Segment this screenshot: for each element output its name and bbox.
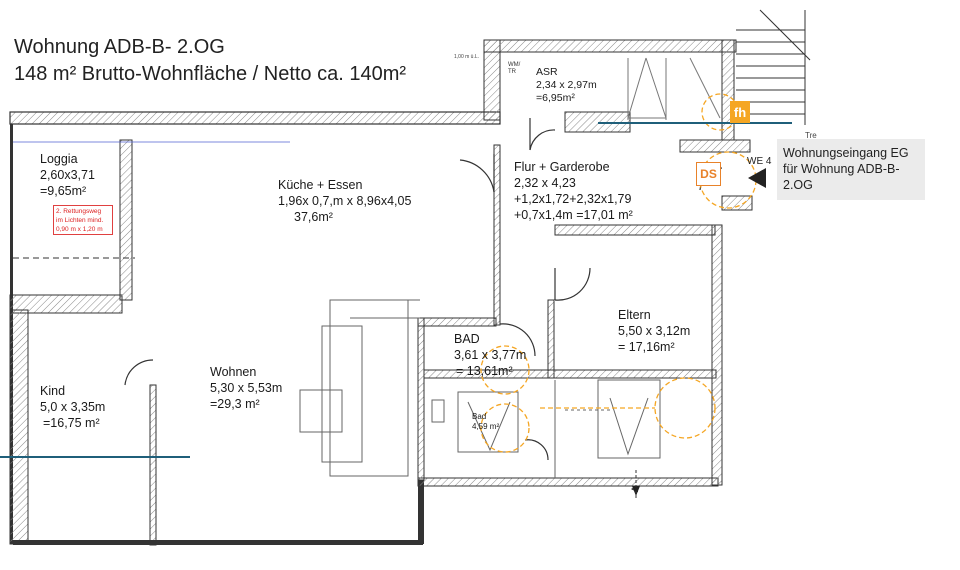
section-label: A [630,485,641,493]
asr-fixtures [627,57,721,120]
room-flur: Flur + Garderobe 2,32 x 4,23 +1,2x1,72+2… [514,159,633,223]
room-kind: Kind 5,0 x 3,35m =16,75 m² [40,383,105,431]
wm-tr-mark: WM/ TR [508,62,520,76]
wall-bad-left [417,317,425,481]
room-loggia-name: Loggia [40,152,78,166]
wall-loggia-column [119,139,133,301]
wall-kind-right [149,384,157,546]
callout-line2: für Wohnung ADB-B- [783,162,900,176]
room-eltern-area: = 17,16m² [618,340,675,354]
room-wohnen-dims: 5,30 x 5,53m [210,381,283,395]
ds-marker: DS [696,162,721,186]
bath-fixtures [431,379,661,478]
wall-bad-eltern [547,299,555,379]
room-flur-calc2: +0,7x1,4m =17,01 m² [514,208,633,222]
room-loggia: Loggia 2,60x3,71 =9,65m² [40,151,95,199]
entrance-callout: Wohnungseingang EG für Wohnung ADB-B- 2.… [777,139,925,200]
wall-bottom-left [13,540,423,545]
stair-label: Tre [805,131,817,140]
room-kueche: Küche + Essen 1,96x 0,7,m x 8,96x4,05 37… [278,177,411,225]
room-wohnen-name: Wohnen [210,365,257,379]
room-bad-inner-name: Bad [472,412,487,421]
wall-loggia-kind [9,294,123,314]
turning-circles [480,93,757,453]
room-eltern: Eltern 5,50 x 3,12m = 17,16m² [618,307,690,355]
room-bad-name: BAD [454,332,480,346]
unit-label: WE 4 [747,156,772,167]
wall-bottom-right [417,477,719,487]
room-eltern-name: Eltern [618,308,651,322]
wall-entrance-right [721,195,753,211]
rescue-line3: 0,90 m x 1,20 m [56,226,103,233]
wall-kind-top [9,309,29,545]
kitchen-furniture [299,299,420,477]
fh-marker: fh [730,101,750,123]
room-bad-inner-area: 4,59 m² [472,422,500,431]
tr-label: TR [508,69,516,75]
height-mark: 1,00 m ü.L. [454,54,480,60]
rescue-line1: 2. Rettungsweg [56,208,102,215]
callout-line3: 2.OG [783,178,813,192]
room-asr-name: ASR [536,66,558,78]
room-kind-area: =16,75 m² [43,416,100,430]
room-kueche-dims: 1,96x 0,7,m x 8,96x4,05 [278,194,412,208]
entrance-arrow-icon [748,168,766,188]
room-wohnen-area: =29,3 m² [210,397,260,411]
wall-flur-bottom [554,224,716,236]
room-loggia-area: =9,65m² [40,184,87,198]
wall-asr-top [483,39,737,53]
room-asr-dims: 2,34 x 2,97m [536,79,597,91]
room-flur-calc1: +1,2x1,72+2,32x1,79 [514,192,632,206]
room-kueche-name: Küche + Essen [278,178,363,192]
room-asr: ASR 2,34 x 2,97m =6,95m² [536,66,597,105]
page-title: Wohnung ADB-B- 2.OG [14,36,225,58]
room-loggia-dims: 2,60x3,71 [40,168,95,182]
room-kueche-area: 37,6m² [294,210,333,224]
wall-bad-top [417,317,497,327]
wm-label: WM/ [508,62,521,68]
wall-entrance [679,139,751,153]
room-flur-name: Flur + Garderobe [514,160,610,174]
wall-bath-inner [423,369,717,379]
page-subtitle: 148 m² Brutto-Wohnfläche / Netto ca. 140… [14,63,407,85]
room-bad-inner: Bad 4,59 m² [472,412,499,432]
room-kind-name: Kind [40,384,66,398]
wall-bottom-step [418,480,424,544]
callout-line1: Wohnungseingang EG [783,146,909,160]
rescue-route-note: 2. Rettungsweg im Lichten mind. 0,90 m x… [53,205,113,235]
room-bad-dims: 3,61 x 3,77m [454,348,527,362]
room-asr-area: =6,95m² [536,92,575,104]
rescue-line2: im Lichten mind. [56,217,104,224]
wall-top-left [9,111,501,125]
wall-asr-right [721,39,735,141]
room-kind-dims: 5,0 x 3,35m [40,400,106,414]
wall-flur-left [493,144,501,326]
room-bad-area: = 13,61m² [456,364,513,378]
room-bad: BAD 3,61 x 3,77m = 13,61m² [454,331,526,379]
room-flur-dims: 2,32 x 4,23 [514,176,576,190]
wall-right-lower [711,224,723,486]
room-wohnen: Wohnen 5,30 x 5,53m =29,3 m² [210,364,282,412]
room-eltern-dims: 5,50 x 3,12m [618,324,691,338]
